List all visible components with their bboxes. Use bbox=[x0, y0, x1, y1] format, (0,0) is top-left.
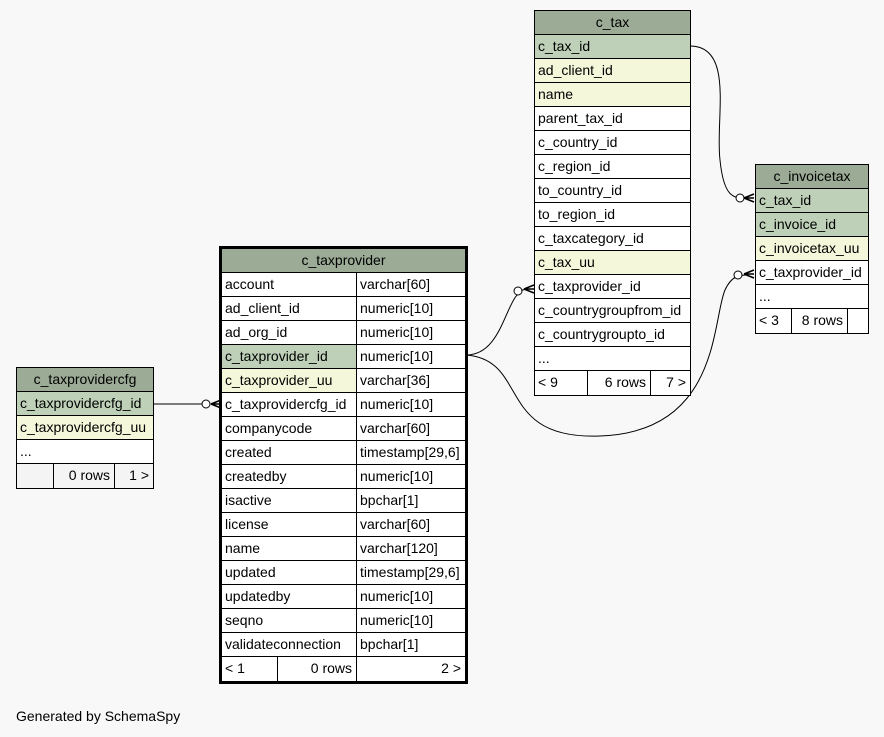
column-row: ... bbox=[756, 285, 868, 309]
column-row: c_region_id bbox=[535, 155, 690, 179]
edge-taxprovider-cfg-circle bbox=[201, 399, 211, 409]
table-footer: 0 rows 1 > bbox=[17, 464, 153, 488]
table-footer: < 9 6 rows 7 > bbox=[535, 371, 690, 395]
edge-tax-taxprovider-circle bbox=[513, 286, 523, 296]
edge-invoicetax-taxprovider bbox=[465, 274, 749, 437]
column-row: ... bbox=[17, 440, 153, 464]
column-row: c_taxprovidercfg_id bbox=[17, 392, 153, 416]
column-row: c_tax_id bbox=[756, 189, 868, 213]
table-header: c_invoicetax bbox=[756, 165, 868, 189]
column-row: to_region_id bbox=[535, 203, 690, 227]
column-row: to_country_id bbox=[535, 179, 690, 203]
generated-by-caption: Generated by SchemaSpy bbox=[16, 708, 181, 724]
table-c-tax: c_tax c_tax_id ad_client_id name parent_… bbox=[534, 10, 691, 396]
column-row: c_taxcategory_id bbox=[535, 227, 690, 251]
edge-invoicetax-taxprovider-crowfoot bbox=[743, 269, 755, 279]
column-row: c_invoice_id bbox=[756, 213, 868, 237]
table-c-invoicetax: c_invoicetax c_tax_id c_invoice_id c_inv… bbox=[755, 164, 869, 334]
column-row: c_countrygroupfrom_id bbox=[535, 299, 690, 323]
edge-tax-taxprovider-crowfoot bbox=[523, 284, 535, 294]
column-row: c_tax_uu bbox=[535, 251, 690, 275]
edge-invoicetax-tax-crowfoot bbox=[743, 193, 755, 203]
column-row: c_taxprovider_id bbox=[535, 275, 690, 299]
column-row: ad_client_id bbox=[535, 59, 690, 83]
edge-tax-taxprovider bbox=[465, 288, 527, 356]
table-header: c_taxprovidercfg bbox=[17, 368, 153, 392]
column-row: c_taxprovider_id bbox=[756, 261, 868, 285]
column-row: parent_tax_id bbox=[535, 107, 690, 131]
column-row: c_tax_id bbox=[535, 35, 690, 59]
table-header: c_tax bbox=[535, 11, 690, 35]
table-c-taxprovidercfg: c_taxprovidercfg c_taxprovidercfg_id c_t… bbox=[16, 367, 154, 489]
table-footer: < 1 0 rows 2 > bbox=[222, 657, 465, 681]
edge-invoicetax-taxprovider-circle bbox=[733, 270, 743, 280]
column-row: ... bbox=[535, 347, 690, 371]
column-row: name bbox=[535, 83, 690, 107]
table-header: c_taxprovider bbox=[222, 249, 465, 273]
edge-invoicetax-tax-circle bbox=[735, 193, 745, 203]
column-row: c_countrygroupto_id bbox=[535, 323, 690, 347]
edge-invoicetax-tax bbox=[689, 45, 749, 199]
column-row: c_taxprovidercfg_uu bbox=[17, 416, 153, 440]
column-row: c_country_id bbox=[535, 131, 690, 155]
table-footer: < 3 8 rows bbox=[756, 309, 868, 333]
column-row: c_invoicetax_uu bbox=[756, 237, 868, 261]
